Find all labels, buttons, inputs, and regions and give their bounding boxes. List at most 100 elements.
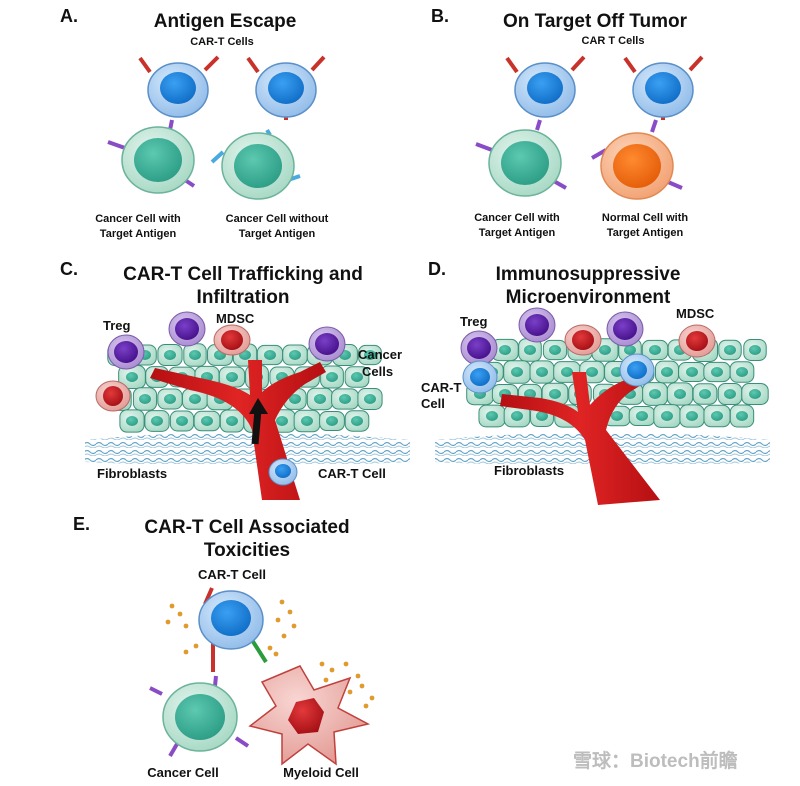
cytokine-dot [347, 689, 353, 695]
caption-line: Normal Cell with [602, 212, 688, 224]
panel-c: C. CAR-T Cell Trafficking and Infiltrati… [60, 259, 410, 500]
tumor-cell [628, 405, 656, 427]
tumor-cell [641, 339, 669, 361]
tumor-cell [542, 339, 568, 361]
tumor-cell [678, 361, 706, 383]
infiltration-arrow [249, 398, 268, 414]
caption-line: Cancer Cell with [95, 213, 181, 225]
caption-line: Target Antigen [239, 228, 316, 240]
cancer-cell-with-antigen [107, 119, 196, 194]
treg-cell [460, 330, 498, 366]
panel-a-title: Antigen Escape [154, 11, 297, 32]
blood-vessel [500, 372, 660, 505]
panel-c-title-line: CAR-T Cell Trafficking and [123, 264, 363, 285]
watermark-text: 雪球：Biotech前瞻 [573, 749, 738, 772]
car-t-cell [619, 353, 655, 387]
tumor-cell [654, 360, 680, 384]
tumor-cell [256, 344, 284, 366]
cytokine-dot [343, 661, 349, 667]
tumor-cell [219, 409, 245, 433]
panel-d-letter: D. [428, 259, 446, 279]
tumor-cell [692, 383, 718, 405]
cytokine-dot [359, 683, 365, 689]
panel-e: E. CAR-T Cell Associated Toxicities CAR-… [73, 514, 375, 780]
cytokine-dot [165, 619, 171, 625]
car-t-cell-label: CAR-T Cell [318, 466, 386, 481]
cytokine-dot [369, 695, 375, 701]
treg-cell [107, 334, 145, 370]
cytokine-dot [363, 703, 369, 709]
cancer-cell-with-antigen [475, 119, 567, 197]
tumor-cell [181, 388, 209, 410]
treg-cell [308, 326, 346, 362]
tumor-cell [282, 344, 308, 366]
tumor-cell [357, 388, 383, 410]
caption-line: Target Antigen [607, 227, 684, 239]
tumor-cell [132, 387, 158, 411]
panel-b-letter: B. [431, 6, 449, 26]
cytokine-dot [355, 673, 361, 679]
tumor-cell [193, 410, 221, 432]
cancer-cells-label: Cancer [358, 347, 402, 362]
mdsc-cell [678, 324, 716, 358]
panel-b: B. On Target Off Tumor CAR T Cells [431, 6, 704, 239]
panel-e-letter: E. [73, 514, 90, 534]
mdsc-label: MDSC [676, 306, 715, 321]
tumor-mass [466, 338, 769, 428]
tumor-cell [118, 365, 146, 389]
normal-cell-with-antigen [591, 119, 683, 200]
cytokine-dot [275, 617, 281, 623]
treg-cell [168, 311, 206, 347]
cytokine-dot [281, 633, 287, 639]
cytokine-dot [329, 667, 335, 673]
car-t-cell [623, 55, 704, 120]
cytokine-dot [193, 643, 199, 649]
myeloid-cell-label: Myeloid Cell [283, 765, 359, 780]
tumor-cell [729, 361, 755, 383]
tumor-cell [703, 361, 731, 383]
tumor-cell [169, 410, 195, 432]
tumor-cell [529, 360, 555, 384]
tumor-cell [717, 382, 743, 406]
car-t-cell [138, 55, 220, 118]
panel-c-title-line: Infiltration [197, 287, 290, 308]
tumor-cell [358, 344, 382, 366]
cancer-cell [149, 675, 250, 758]
panel-b-subtitle: CAR T Cells [582, 35, 645, 47]
fibroblast-layer [85, 432, 410, 466]
tumor-cell [478, 404, 506, 428]
treg-label: Treg [460, 314, 488, 329]
car-t-cell-label: CAR-T [421, 380, 461, 395]
tumor-cell [503, 404, 531, 428]
tumor-cell [729, 404, 755, 428]
tumor-cell [144, 410, 170, 432]
cytokine-dot [267, 645, 273, 651]
tumor-cell [344, 366, 370, 388]
tumor-cell [344, 410, 370, 432]
cytokine-dot [319, 661, 325, 667]
panel-a-letter: A. [60, 6, 78, 26]
cytokine-dot [287, 609, 293, 615]
cytokine-dot [273, 651, 279, 657]
tumor-cell [718, 339, 742, 361]
car-t-cell [246, 55, 326, 120]
car-t-cell [505, 55, 586, 118]
car-t-cell-label: CAR-T Cell [198, 567, 266, 582]
panel-d-title-line: Microenvironment [506, 287, 671, 308]
tumor-cell [218, 366, 246, 388]
mdsc-label: MDSC [216, 311, 255, 326]
tumor-cell [653, 404, 681, 428]
car-t-cell [268, 458, 298, 486]
panel-a: A. Antigen Escape CAR-T Cells [60, 6, 329, 240]
tumor-cell [331, 388, 359, 410]
caption-line: Target Antigen [479, 227, 556, 239]
panel-d: D. Immunosuppressive Microenvironment [421, 259, 770, 505]
myeloid-cell [248, 665, 371, 766]
panel-c-letter: C. [60, 259, 78, 279]
tumor-cell [157, 388, 183, 410]
tumor-cell [679, 404, 705, 428]
tumor-cell [293, 409, 321, 433]
mdsc-cell [213, 324, 251, 356]
panel-e-title-line: Toxicities [204, 540, 290, 561]
